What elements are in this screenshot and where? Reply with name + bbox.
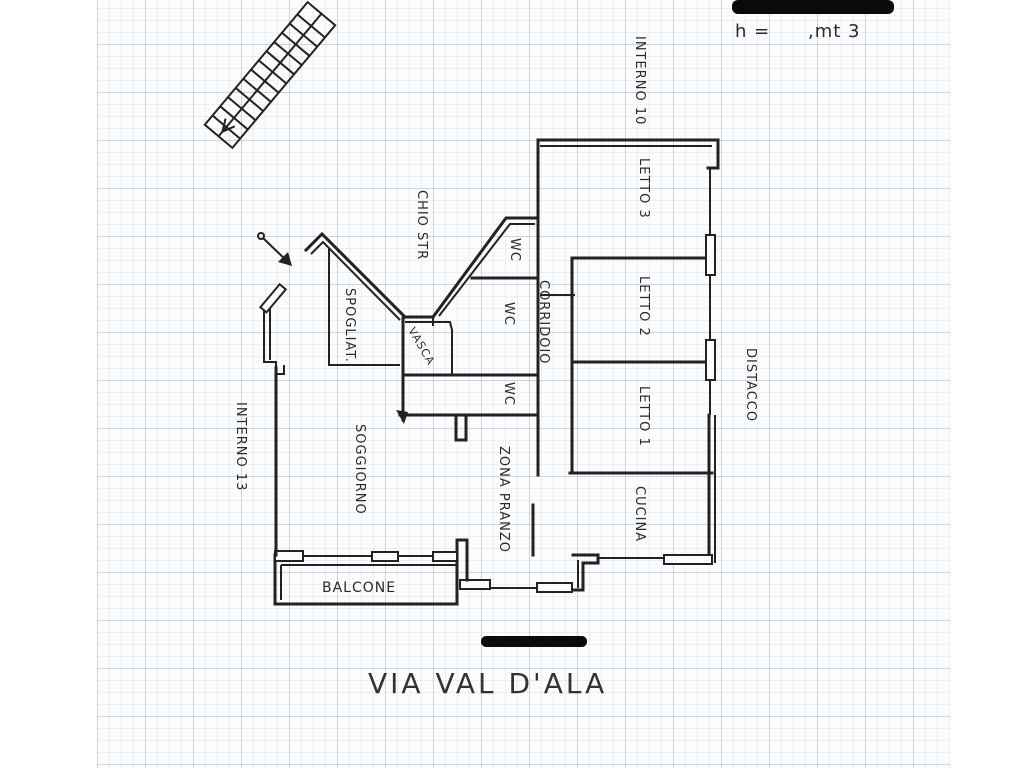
label-letto-1: LETTO 1 <box>636 386 651 447</box>
label-cucina: CUCINA <box>632 486 647 542</box>
label-wc-2: WC <box>501 302 516 326</box>
walls <box>258 138 720 606</box>
label-letto-2: LETTO 2 <box>636 276 651 337</box>
label-balcone: BALCONE <box>322 580 396 596</box>
label-interno-10: INTERNO 10 <box>632 36 647 125</box>
redaction-bar-top <box>732 0 894 14</box>
label-corridoio: CORRIDOIO <box>536 280 551 365</box>
staircase-icon <box>203 0 337 150</box>
grid-paper-sheet <box>97 0 950 768</box>
label-soggiorno: SOGGIORNO <box>352 424 367 515</box>
label-wc-1: WC <box>507 238 522 262</box>
street-name: VIA VAL D'ALA <box>368 667 607 700</box>
label-distacco: DISTACCO <box>743 348 758 422</box>
label-interno-13: INTERNO 13 <box>233 402 248 491</box>
redaction-bar-bottom <box>481 636 587 647</box>
label-chiostro: CHIO STR <box>414 190 429 260</box>
label-wc-3: WC <box>501 382 516 406</box>
entrance-arrow-icon <box>257 232 292 266</box>
label-letto-3: LETTO 3 <box>636 158 651 219</box>
label-zona-pranzo: ZONA PRANZO <box>496 446 511 553</box>
label-spogliatoio: SPOGLIAT. <box>342 288 357 363</box>
height-note-prefix: h = <box>735 21 770 42</box>
height-note-value: ,mt 3 <box>808 21 861 42</box>
label-vasca: VASCA <box>405 325 437 367</box>
